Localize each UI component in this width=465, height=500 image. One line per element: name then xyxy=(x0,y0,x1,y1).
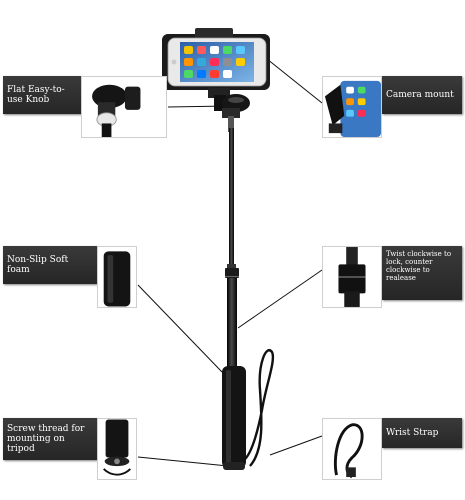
callout-foam-text: Non-Slip Soft foam xyxy=(7,255,69,275)
screw-thread-detail-icon xyxy=(103,419,131,476)
foam-detail-icon xyxy=(103,251,131,307)
callout-screw-thread-text: Screw thread for mounting on tripod xyxy=(7,424,85,454)
callout-knob-label: Flat Easy-to-use Knob xyxy=(3,76,81,114)
detail-wrist-strap-thumbnail xyxy=(322,418,382,480)
callout-twist-lock-label: Twist clockwise to lock, counter clockwi… xyxy=(382,246,462,300)
callout-knob-text: Flat Easy-to-use Knob xyxy=(7,85,65,105)
detail-screw-thread-thumbnail xyxy=(97,418,137,480)
callout-wrist-strap-label: Wrist Strap xyxy=(382,418,462,448)
leader-line-foam xyxy=(137,284,223,373)
knob-detail-icon xyxy=(92,84,141,137)
leader-line-camera-mount xyxy=(261,54,323,104)
ball-head-knob xyxy=(214,94,250,118)
callout-camera-mount-label: Camera mount xyxy=(382,76,462,114)
foam-grip xyxy=(222,366,246,470)
leader-lines xyxy=(137,54,323,467)
twist-lock-detail-icon xyxy=(338,247,366,307)
leader-line-wrist-strap xyxy=(269,435,323,456)
detail-foam-thumbnail xyxy=(97,246,137,308)
callout-foam-label: Non-Slip Soft foam xyxy=(3,246,97,284)
wrist-strap xyxy=(243,349,275,467)
callout-wrist-strap-text: Wrist Strap xyxy=(386,428,439,438)
callout-screw-thread-label: Screw thread for mounting on tripod xyxy=(3,418,97,460)
detail-twist-lock-thumbnail xyxy=(322,246,382,308)
phone-app-icons xyxy=(184,46,245,78)
phone xyxy=(167,37,267,87)
callout-twist-lock-text: Twist clockwise to lock, counter clockwi… xyxy=(386,250,452,282)
camera-mount-detail-icon xyxy=(324,80,381,137)
twist-lock-section xyxy=(225,268,239,370)
telescopic-pole xyxy=(227,116,236,274)
callout-camera-mount-text: Camera mount xyxy=(386,90,454,100)
leader-line-screw-thread xyxy=(137,456,229,467)
detail-camera-mount-thumbnail xyxy=(322,76,382,138)
detail-knob-thumbnail xyxy=(81,76,167,138)
leader-line-twist-lock xyxy=(237,269,323,329)
wrist-strap-detail-icon xyxy=(333,423,364,479)
